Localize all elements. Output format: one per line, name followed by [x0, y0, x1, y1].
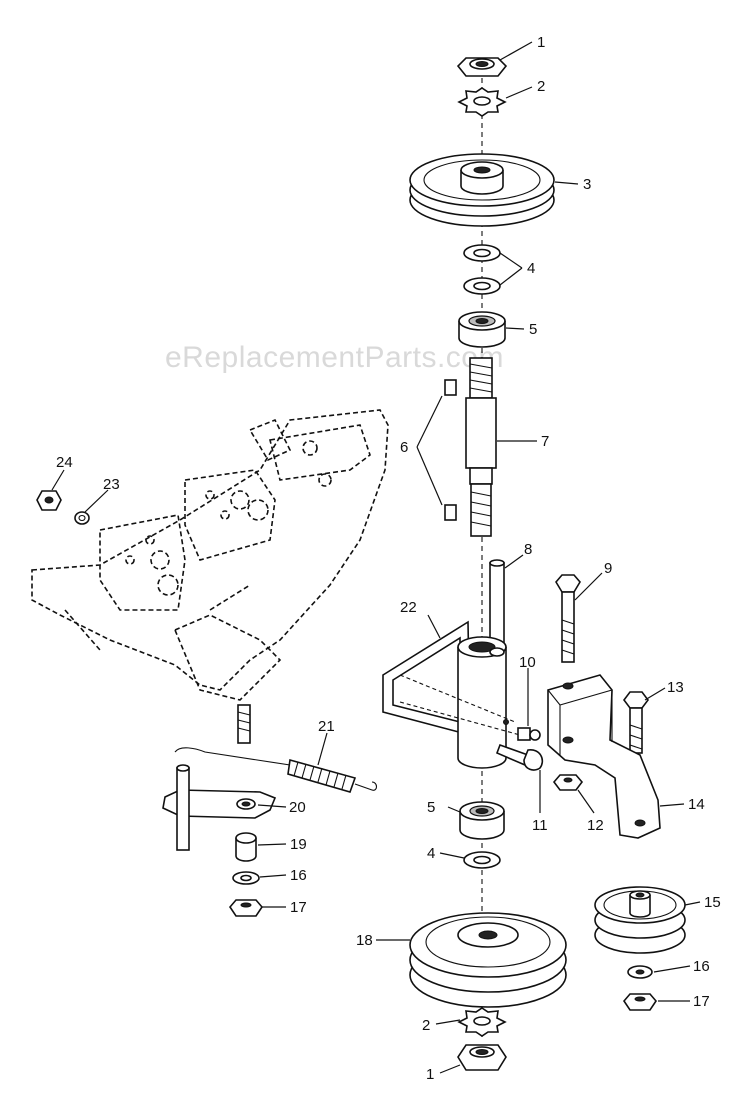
callout-labels: 1 2 3 4 5 6 7 8 9 10 11 12 13 14 15 16 1… [56, 34, 721, 1083]
callout-23: 23 [103, 476, 120, 493]
callout-1-top: 1 [537, 34, 545, 51]
leader-lines [51, 41, 701, 1074]
top-pulley [409, 153, 555, 227]
idler-pulley-15 [594, 886, 686, 954]
callout-5-top: 5 [529, 321, 537, 338]
callout-6: 6 [400, 439, 408, 456]
callout-11: 11 [532, 817, 548, 834]
frame-hex-nut [36, 490, 62, 511]
bracket-nut-12 [552, 774, 584, 791]
callout-14: 14 [688, 796, 705, 813]
callout-17-right: 17 [693, 993, 710, 1010]
callout-4-bottom: 4 [427, 845, 435, 862]
callout-7: 7 [541, 433, 549, 450]
idler-arm-nut [228, 899, 264, 917]
watermark-text: eReplacementParts.com [165, 341, 504, 374]
upper-shaft-key [444, 379, 457, 396]
lower-flat-washer [463, 851, 501, 869]
frame-lock-washer [74, 511, 90, 525]
callout-21: 21 [318, 718, 335, 735]
top-star-washer [457, 87, 507, 117]
carriage-bolt-11 [495, 743, 544, 771]
bolt-13 [623, 691, 649, 754]
lower-pulley-18 [409, 912, 567, 1008]
idler-arm-washer [232, 871, 260, 885]
callout-5-bottom: 5 [427, 799, 435, 816]
lower-star-washer [457, 1007, 507, 1037]
callout-24: 24 [56, 454, 73, 471]
spindle-shaft [465, 357, 497, 537]
callout-20: 20 [289, 799, 306, 816]
top-hex-nut [456, 57, 508, 77]
frame-stud-bolt [237, 704, 251, 744]
idler-bracket-14 [547, 674, 661, 839]
callout-2-bottom: 2 [422, 1017, 430, 1034]
lower-shaft-key [444, 504, 457, 521]
callout-18: 18 [356, 932, 373, 949]
callout-9: 9 [604, 560, 612, 577]
callout-17-left: 17 [290, 899, 307, 916]
idler-spacer [235, 832, 257, 862]
spindle-housing-bracket [382, 620, 521, 769]
callout-13: 13 [667, 679, 684, 696]
pin-8 [489, 559, 505, 644]
callout-8: 8 [524, 541, 532, 558]
upper-bearing [458, 311, 506, 348]
lower-hex-nut [457, 1044, 507, 1071]
callout-2-top: 2 [537, 78, 545, 95]
idler-pulley-washer [627, 965, 653, 979]
idler-spring [174, 747, 378, 793]
mower-deck-frame [31, 409, 389, 701]
top-flat-washer-a [463, 244, 501, 262]
callout-1-bottom: 1 [426, 1066, 434, 1083]
callout-3: 3 [583, 176, 591, 193]
top-flat-washer-b [463, 277, 501, 295]
callout-12: 12 [587, 817, 604, 834]
callout-15: 15 [704, 894, 721, 911]
callout-16-left: 16 [290, 867, 307, 884]
callout-16-right: 16 [693, 958, 710, 975]
idler-arm [162, 764, 277, 851]
lower-bearing [459, 801, 505, 840]
idler-pulley-nut [622, 993, 658, 1011]
callout-4-top: 4 [527, 260, 535, 277]
callout-19: 19 [290, 836, 307, 853]
callout-10: 10 [519, 654, 536, 671]
bolt-9 [555, 574, 581, 663]
callout-22: 22 [400, 599, 417, 616]
grease-fitting [517, 727, 541, 741]
